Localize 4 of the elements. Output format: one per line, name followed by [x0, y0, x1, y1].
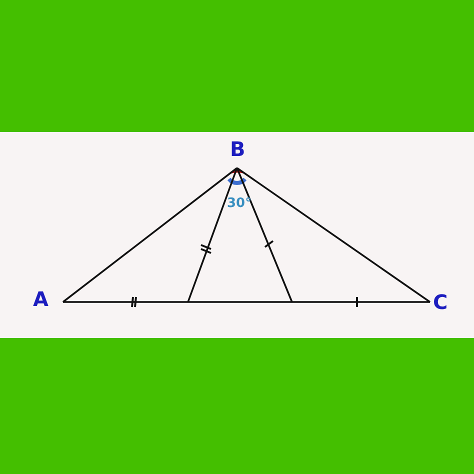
vertex-label: C — [433, 292, 448, 312]
vertex-label: A — [33, 289, 48, 309]
angle-label: 30° — [227, 197, 252, 210]
vertex-label: B — [230, 139, 246, 159]
